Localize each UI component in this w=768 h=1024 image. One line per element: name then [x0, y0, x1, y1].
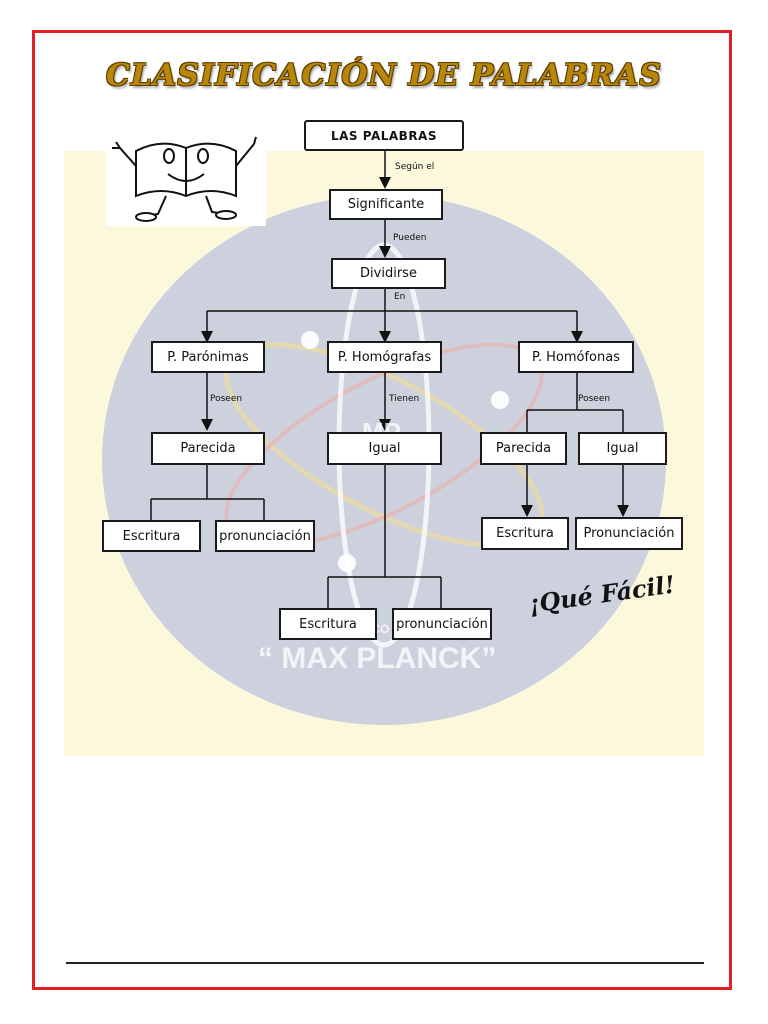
- node-paronimas-escritura: Escritura: [102, 520, 201, 552]
- node-homofonas-igual: Igual: [578, 432, 667, 465]
- node-homofonas-pronunciacion: Pronunciación: [575, 517, 683, 550]
- node-homofonas-escritura: Escritura: [481, 517, 569, 550]
- edge-label-tienen: Tienen: [389, 394, 420, 404]
- watermark-name: “ MAX PLANCK”: [258, 642, 497, 675]
- footer-divider: [66, 962, 704, 964]
- edge-label-segun: Según el: [395, 162, 435, 172]
- connectors: [150, 151, 629, 608]
- node-homografas-pronunciacion: pronunciación: [392, 608, 492, 640]
- edge-label-poseen-paronimas: Poseen: [210, 394, 243, 404]
- edge-label-en: En: [394, 292, 406, 302]
- node-significante: Significante: [329, 189, 443, 220]
- node-homografas-escritura: Escritura: [279, 608, 377, 640]
- page-title: CLASIFICACIÓN DE PALABRAS: [106, 58, 662, 93]
- node-homofonas: P. Homófonas: [518, 341, 634, 373]
- node-dividirse: Dividirse: [331, 258, 446, 289]
- page-frame: [32, 30, 732, 990]
- node-paronimas: P. Parónimas: [151, 341, 265, 373]
- node-paronimas-pronunciacion: pronunciación: [215, 520, 315, 552]
- book-mascot-icon: [106, 126, 266, 226]
- edge-label-poseen-homofonas: Poseen: [578, 394, 611, 404]
- node-paronimas-parecida: Parecida: [151, 432, 265, 465]
- edge-label-pueden: Pueden: [393, 233, 427, 243]
- node-homografas: P. Homógrafas: [327, 341, 442, 373]
- node-homografas-igual: Igual: [327, 432, 442, 465]
- node-homofonas-parecida: Parecida: [480, 432, 567, 465]
- node-las-palabras: LAS PALABRAS: [304, 120, 464, 151]
